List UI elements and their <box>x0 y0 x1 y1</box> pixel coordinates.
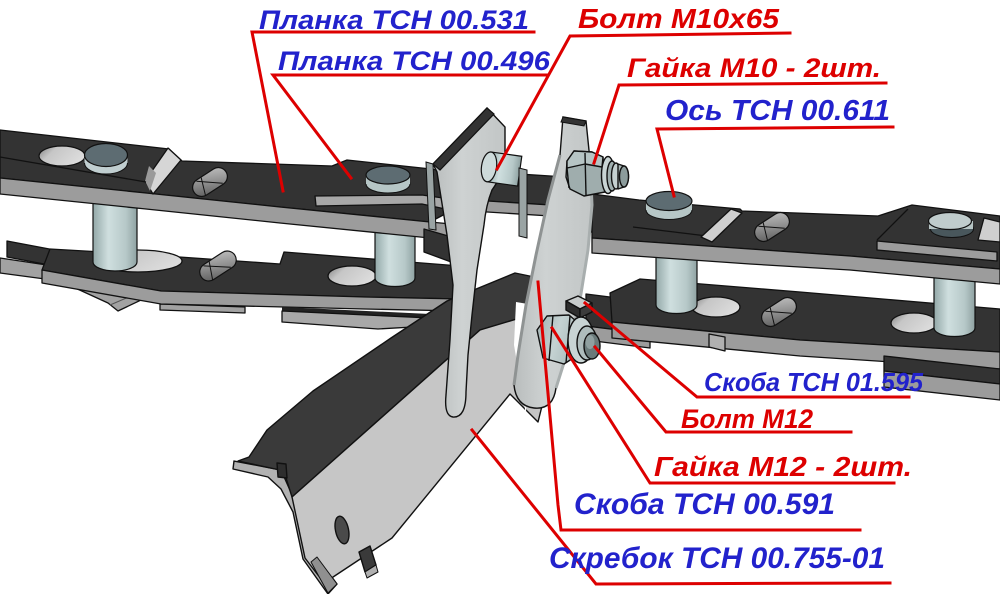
svg-text:Скоба ТСН 00.591: Скоба ТСН 00.591 <box>574 488 835 521</box>
svg-text:Планка ТСН 00.496: Планка ТСН 00.496 <box>278 46 551 76</box>
svg-text:Скоба ТСН 01.595: Скоба ТСН 01.595 <box>704 367 924 397</box>
svg-text:Планка ТСН 00.531: Планка ТСН 00.531 <box>259 5 529 35</box>
svg-text:Гайка М12 - 2шт.: Гайка М12 - 2шт. <box>654 451 912 482</box>
svg-text:Гайка М10 - 2шт.: Гайка М10 - 2шт. <box>627 53 881 83</box>
svg-text:Болт М10х65: Болт М10х65 <box>578 3 779 34</box>
svg-text:Болт М12: Болт М12 <box>681 404 813 434</box>
svg-text:Скребок ТСН 00.755-01: Скребок ТСН 00.755-01 <box>549 542 885 575</box>
svg-text:Ось ТСН 00.611: Ось ТСН 00.611 <box>665 95 890 127</box>
